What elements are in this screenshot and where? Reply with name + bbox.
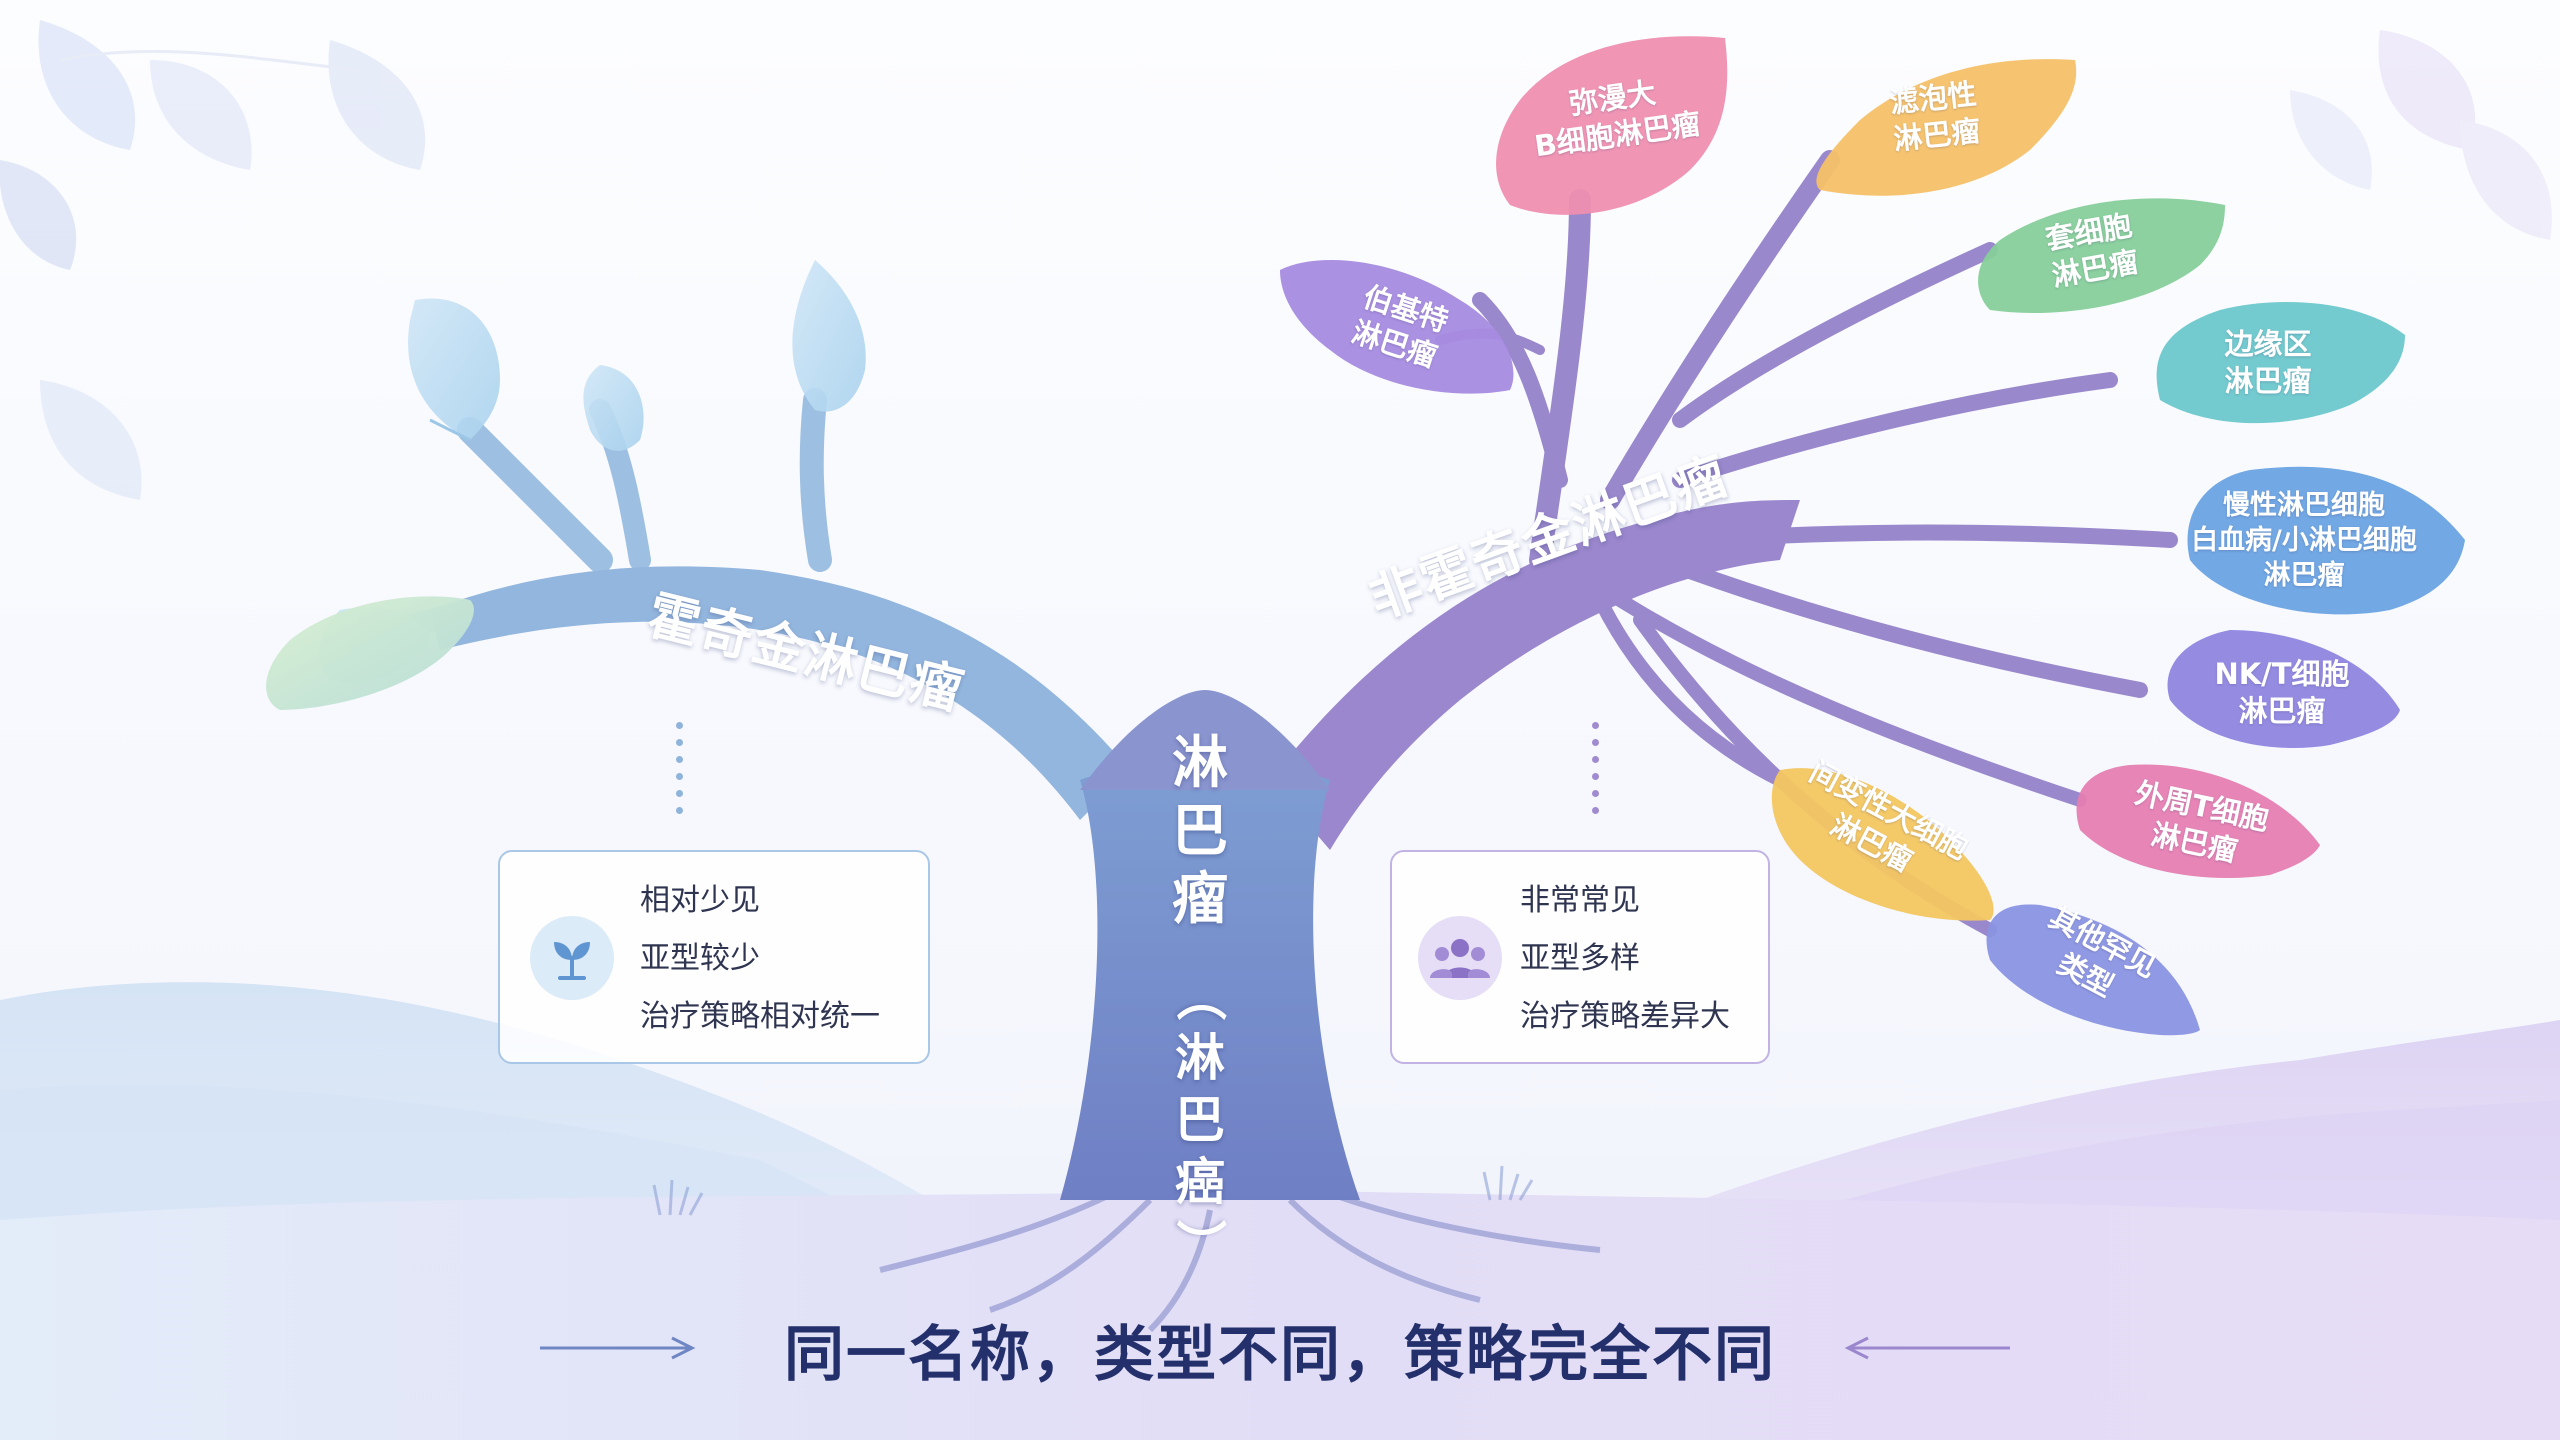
trunk-subtitle-char: （ bbox=[1171, 971, 1229, 1021]
non-hodgkin-branch bbox=[1270, 500, 1800, 850]
leaf-burkitt bbox=[1280, 260, 1514, 394]
leaf-marginal-zone bbox=[2156, 302, 2405, 424]
info-item: 相对少见 bbox=[640, 883, 760, 918]
subtype-leaves bbox=[1280, 36, 2465, 1036]
footer-arrows bbox=[540, 1336, 2010, 1360]
footer-caption: 同一名称，类型不同，策略完全不同 bbox=[784, 1320, 1776, 1390]
grass bbox=[652, 1165, 1534, 1216]
subtype-label-nk-t-cell: NK/T细胞 淋巴瘤 bbox=[2214, 657, 2350, 728]
leaf-follicular bbox=[1816, 59, 2077, 196]
info-item: 治疗策略差异大 bbox=[1520, 999, 1730, 1034]
hodgkin-info-list: 相对少见 亚型较少 治疗策略相对统一 bbox=[640, 872, 880, 1046]
subtype-label-cll-sll: 慢性淋巴细胞 白血病/小淋巴细胞 淋巴瘤 bbox=[2191, 490, 2417, 591]
leaf-cll-sll bbox=[2187, 466, 2465, 615]
ground bbox=[0, 1190, 2560, 1440]
hodgkin-connector-dots bbox=[676, 722, 684, 824]
trunk-subtitle-char: 巴 bbox=[1175, 1091, 1225, 1149]
trunk-subtitle-char: 癌 bbox=[1175, 1153, 1225, 1211]
subtype-label-marginal-zone: 边缘区 淋巴瘤 bbox=[2224, 327, 2312, 398]
leaf-other-rare bbox=[1986, 904, 2200, 1036]
info-item: 亚型多样 bbox=[1520, 941, 1640, 976]
leaf-peripheral-t-cell bbox=[2076, 764, 2320, 878]
group-people-icon bbox=[1418, 916, 1502, 1000]
trunk-subtitle-char: ） bbox=[1171, 1219, 1229, 1269]
non-hodgkin-connector-dots bbox=[1592, 722, 1600, 824]
decorative-leaves-top-right bbox=[2290, 30, 2552, 240]
leaf-icon bbox=[408, 298, 500, 440]
leaf-icon bbox=[583, 365, 644, 451]
leaf-icon bbox=[792, 260, 866, 412]
decorative-leaves-top-left bbox=[0, 20, 426, 500]
leaf-icon bbox=[266, 596, 474, 710]
sprout-icon bbox=[530, 916, 614, 1000]
trunk-subtitle: （ 淋 巴 癌 ） bbox=[1170, 965, 1230, 1275]
hodgkin-info-box: 相对少见 亚型较少 治疗策略相对统一 bbox=[498, 850, 930, 1064]
trunk bbox=[1060, 765, 1360, 1200]
leaf-anaplastic-large-cell bbox=[1771, 768, 1994, 921]
non-hodgkin-info-list: 非常常见 亚型多样 治疗策略差异大 bbox=[1520, 872, 1730, 1046]
arrow-right-icon bbox=[671, 1336, 696, 1360]
trunk-fork bbox=[1080, 690, 1330, 790]
trunk-subtitle-char: 淋 bbox=[1175, 1029, 1225, 1087]
tree-roots bbox=[879, 1187, 1601, 1333]
trunk-title: 淋 巴 瘤 bbox=[1170, 730, 1230, 934]
trunk-title-char: 淋 bbox=[1172, 731, 1228, 796]
trunk-title-char: 瘤 bbox=[1172, 867, 1228, 932]
leaf-diffuse-large-b-cell bbox=[1496, 36, 1728, 215]
leaf-nk-t-cell bbox=[2167, 630, 2400, 748]
non-hodgkin-info-box: 非常常见 亚型多样 治疗策略差异大 bbox=[1390, 850, 1770, 1064]
trunk-title-char: 巴 bbox=[1172, 799, 1228, 864]
hodgkin-leaves bbox=[266, 260, 866, 710]
info-item: 非常常见 bbox=[1520, 883, 1640, 918]
info-item: 治疗策略相对统一 bbox=[640, 999, 880, 1034]
arrow-left-icon bbox=[1844, 1336, 1869, 1360]
leaf-mantle-cell bbox=[1978, 198, 2225, 313]
info-item: 亚型较少 bbox=[640, 941, 760, 976]
